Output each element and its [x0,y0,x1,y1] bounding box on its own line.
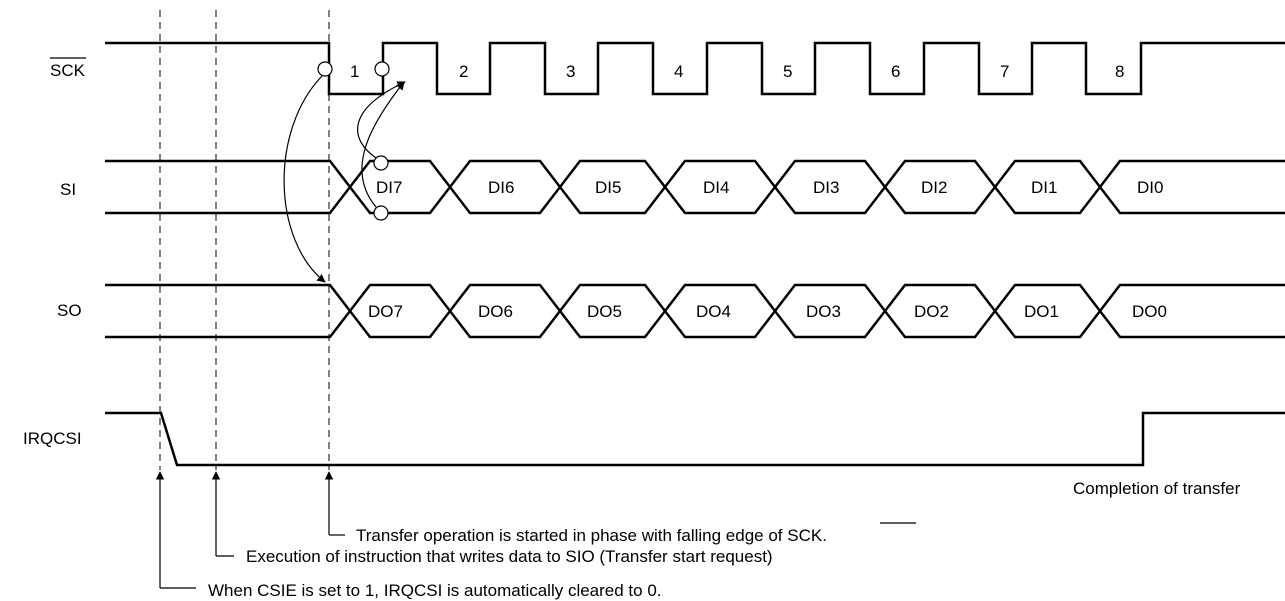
clock-number: 7 [1000,62,1009,81]
so-label: SO [57,301,82,320]
transfer-start-sck: SCK [787,526,823,545]
execution-note: Execution of instruction that writes dat… [246,547,773,566]
clock-number: 2 [459,62,468,81]
transfer-start-note: Transfer operation is started in phase w… [356,526,827,545]
si-data-label: DI4 [703,178,729,197]
si-data-label: DI6 [488,178,514,197]
si-data-label: DI2 [921,178,947,197]
svg-text:SCK: SCK [50,61,86,80]
so-data-label: DO5 [587,302,622,321]
so-data-label: DO3 [806,302,841,321]
sck-to-so-arrow [283,75,326,283]
csie-note: When CSIE is set to 1, IRQCSI is automat… [208,581,662,600]
clock-number: 6 [891,62,900,81]
si-label: SI [60,180,76,199]
si-waveform [105,159,1285,215]
so-data-label: DO7 [368,302,403,321]
completion-label: Completion of transfer [1073,479,1241,498]
si-to-sck-arrow-2 [361,81,405,208]
clock-number: 5 [783,62,792,81]
so-data-label: DO4 [696,302,731,321]
clock-numbers: 1 2 3 4 5 6 7 8 [350,62,1124,81]
sck-rising-edge-marker [374,61,390,77]
so-data-label: DO0 [1132,302,1167,321]
irqcsi-waveform [105,411,1285,467]
so-data-labels: DO7 DO6 DO5 DO4 DO3 DO2 DO1 DO0 [368,302,1167,321]
sck-waveform [105,41,1285,96]
clock-number: 1 [350,62,359,81]
si-data-label: DI1 [1031,178,1057,197]
clock-number: 4 [674,62,683,81]
so-waveform [105,283,1285,339]
so-data-label: DO1 [1024,302,1059,321]
si-data-label: DI3 [813,178,839,197]
clock-number: 3 [566,62,575,81]
sck-falling-edge-marker [317,61,333,77]
si-data-label: DI5 [595,178,621,197]
si-sample-marker-top [373,155,389,171]
irqcsi-label: IRQCSI [23,429,82,448]
so-data-label: DO2 [914,302,949,321]
si-data-labels: DI7 DI6 DI5 DI4 DI3 DI2 DI1 DI0 [376,178,1163,197]
sck-label: SCK [50,57,86,80]
clock-number: 8 [1115,62,1124,81]
si-to-sck-arrow-1 [357,81,406,159]
so-data-label: DO6 [478,302,513,321]
si-sample-marker-bottom [373,205,389,221]
si-data-label: DI0 [1137,178,1163,197]
si-data-label: DI7 [376,178,402,197]
